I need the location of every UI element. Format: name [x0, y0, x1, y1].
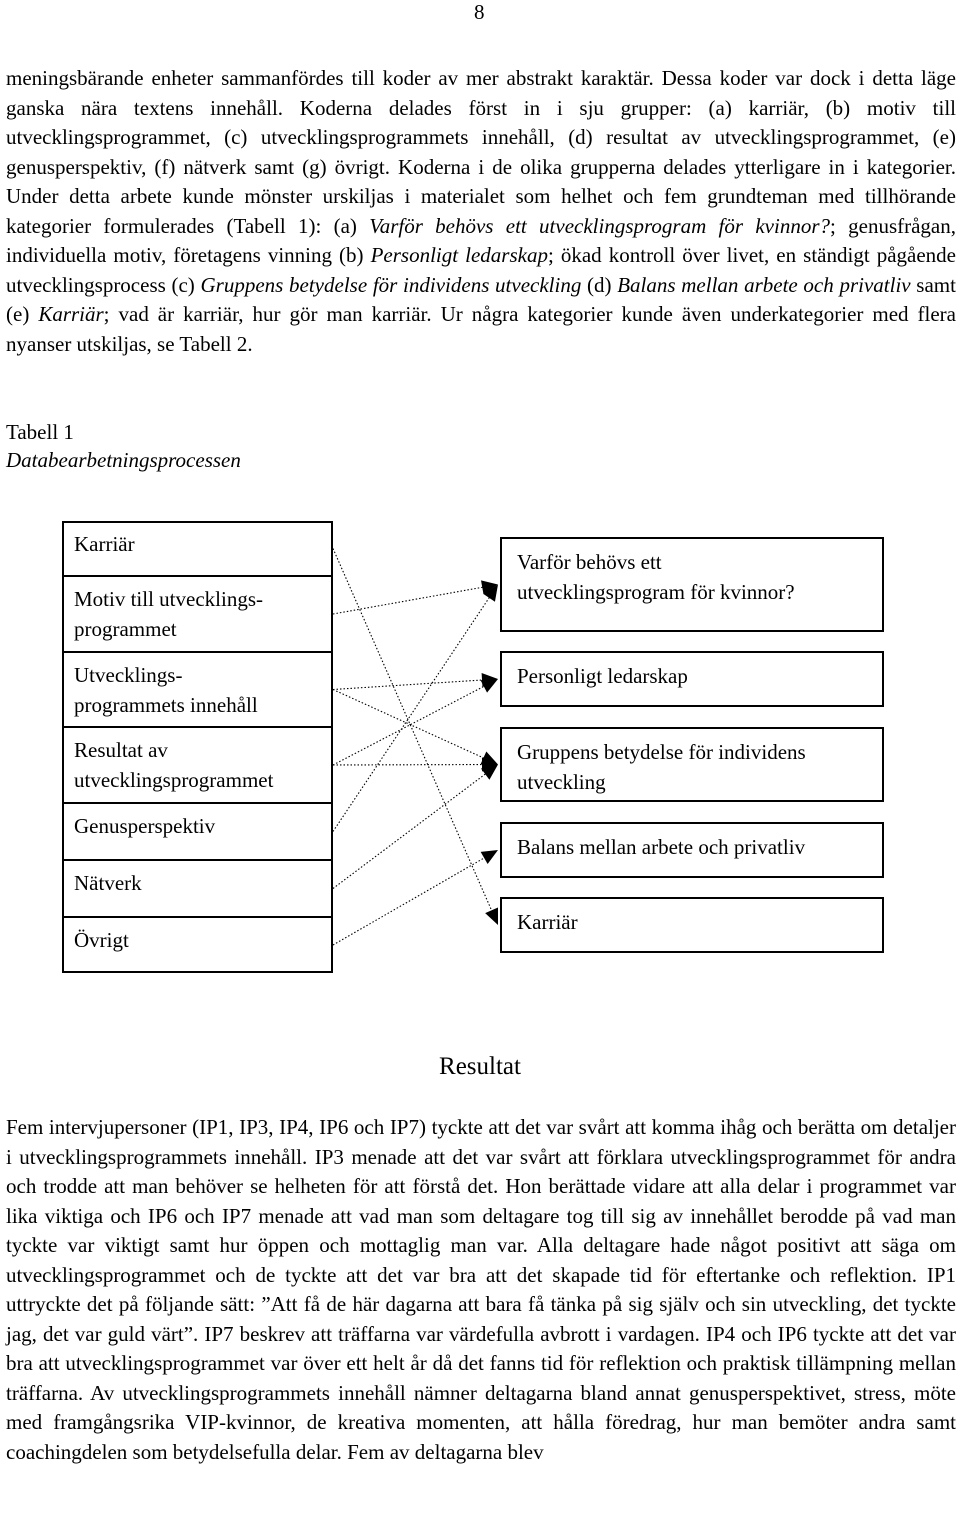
group-item-6: Nätverk — [74, 871, 142, 895]
arrowhead-7 — [483, 584, 498, 602]
connection-line-7 — [332, 595, 491, 832]
results-heading: Resultat — [439, 1053, 521, 1080]
intro-paragraph: meningsbärande enheter sammanfördes till… — [6, 64, 956, 359]
theme-box-5: Karriär — [500, 897, 884, 953]
table-caption: Databearbetningsprocessen — [6, 448, 241, 472]
theme-box-4: Balans mellan arbete och privatliv — [500, 822, 884, 878]
theme-b-italic: Personligt ledarskap — [370, 243, 548, 267]
arrowhead-9 — [480, 850, 498, 865]
results-text: Fem intervjupersoner (IP1, IP3, IP4, IP6… — [6, 1115, 956, 1464]
theme-box-2: Personligt ledarskap — [500, 651, 884, 707]
intro-text-6: ; vad är karriär, hur gör man karriär. U… — [6, 302, 956, 356]
group-item-3: Utvecklings-programmets innehåll — [74, 663, 258, 717]
group-divider — [62, 575, 333, 577]
connection-line-5 — [332, 684, 486, 766]
group-divider — [62, 802, 333, 804]
connection-line-8 — [332, 772, 488, 889]
theme-d-italic: Balans mellan arbete och privatliv — [617, 272, 911, 297]
left-groups-box — [62, 521, 333, 973]
results-paragraph: Fem intervjupersoner (IP1, IP3, IP4, IP6… — [6, 1113, 956, 1467]
intro-text-5: samt (e) — [6, 272, 956, 327]
intro-text-2: ; genusfrågan, individuella motiv, föret… — [6, 213, 957, 268]
intro-text-1: meningsbärande enheter sammanfördes till… — [6, 66, 956, 238]
connection-line-3 — [332, 679, 485, 691]
theme-a-italic: Varför behövs ett utvecklingsprogram för… — [369, 213, 830, 238]
group-item-1: Karriär — [74, 532, 135, 556]
arrowhead-2 — [481, 580, 498, 595]
intro-text-3: ; ökad kontroll över livet, en ständigt … — [6, 243, 956, 297]
connection-line-9 — [332, 856, 487, 946]
group-divider — [62, 916, 333, 918]
intro-text-4: (d) — [581, 272, 618, 297]
group-item-5: Genusperspektiv — [74, 814, 216, 838]
group-item-2: Motiv till utvecklings-programmet — [74, 587, 263, 641]
page-number: 8 — [474, 0, 485, 24]
group-item-7: Övrigt — [74, 928, 129, 952]
connection-line-4 — [332, 688, 486, 760]
table-label: Tabell 1 — [6, 420, 74, 444]
arrowhead-5 — [480, 679, 498, 693]
group-divider — [62, 651, 333, 653]
group-divider — [62, 726, 333, 728]
theme-c-italic: Gruppens betydelse för individens utveck… — [200, 272, 582, 297]
connection-line-1 — [332, 548, 493, 913]
connection-line-2 — [332, 586, 485, 615]
theme-e-italic: Karriär — [38, 302, 104, 326]
group-divider — [62, 859, 333, 861]
connection-arrows — [332, 548, 498, 946]
arrowhead-8 — [481, 764, 498, 780]
arrowhead-1 — [485, 907, 498, 925]
